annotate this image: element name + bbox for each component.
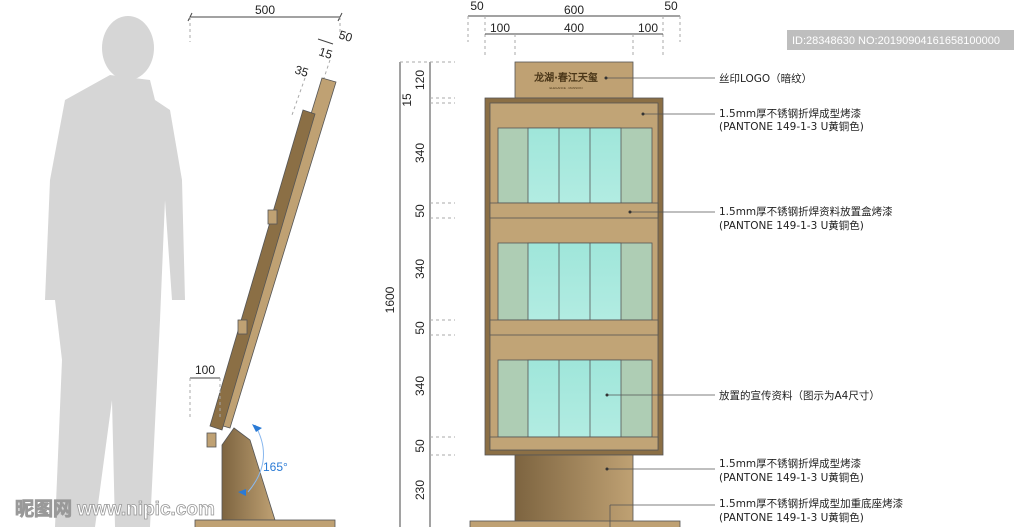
width-dim: 500 (255, 3, 275, 17)
dim-label: 600 (564, 3, 584, 17)
dim-label: 100 (638, 21, 658, 35)
watermark-id: ID:28348630 NO:20190904161658100000 (792, 35, 1000, 47)
dim-label: 50 (413, 321, 427, 335)
dim-label: 120 (413, 70, 427, 90)
glass-window (497, 359, 653, 438)
side-base (194, 519, 336, 527)
dim-label: 400 (564, 21, 584, 35)
front-post (514, 454, 634, 527)
dim-label: 340 (413, 143, 427, 163)
shelf-lip (237, 319, 248, 335)
logo-text: 龙湖·春江天玺 (533, 71, 598, 84)
dim-label: 15 (400, 93, 414, 107)
glass-window (497, 242, 653, 321)
watermark-logo: 昵图网 www.nipic.com (15, 498, 215, 520)
annotation-base: 1.5mm厚不锈钢折焊成型加重底座烤漆 (719, 497, 904, 510)
thickness-dim: 35 (293, 63, 310, 81)
side-view: 500 50 15 35 100 165° (187, 3, 354, 527)
dim-label: 50 (470, 0, 484, 13)
annotations: 丝印LOGO（暗纹） 1.5mm厚不锈钢折焊成型烤漆 (PANTONE 149-… (719, 72, 904, 524)
annotation-material: 放置的宣传资料（图示为A4尺寸） (719, 389, 880, 402)
dim-label: 340 (413, 259, 427, 279)
shelf (489, 436, 659, 451)
angle-arrow-icon (252, 424, 262, 432)
dim-label: 230 (413, 480, 427, 500)
logo-subtext: ELEGANCE · MANSION (549, 86, 582, 90)
angle-arc (247, 424, 264, 493)
front-view (469, 61, 681, 527)
panel-front (209, 109, 316, 431)
dim-label: 50 (413, 439, 427, 453)
dim-label: 340 (413, 376, 427, 396)
overall-height-dim: 1600 (383, 286, 397, 313)
shelf (489, 319, 659, 336)
angle-arrow-icon (238, 489, 246, 496)
annotation-logo: 丝印LOGO（暗纹） (719, 72, 812, 85)
dim-label: 50 (664, 0, 678, 13)
annotation-box: 1.5mm厚不锈钢折焊资料放置盒烤漆 (719, 205, 893, 218)
shelf-lip (267, 209, 278, 225)
dim-label: 50 (413, 204, 427, 218)
shelf (489, 202, 659, 219)
thickness-dim: 15 (317, 45, 334, 63)
side-post (221, 427, 276, 521)
angle-label: 165° (263, 460, 288, 474)
foot-dim: 100 (195, 363, 215, 377)
annotation-frame: 1.5mm厚不锈钢折焊成型烤漆 (719, 107, 862, 120)
annotation-base-color: (PANTONE 149-1-3 U黄铜色) (719, 511, 864, 524)
glass-window (497, 127, 653, 204)
thickness-dim: 50 (337, 28, 354, 46)
front-base (469, 520, 681, 527)
shelf-lip (206, 432, 217, 448)
annotation-box-color: (PANTONE 149-1-3 U黄铜色) (719, 219, 864, 232)
logo-plate (514, 61, 634, 99)
annotation-post: 1.5mm厚不锈钢折焊成型烤漆 (719, 457, 862, 470)
front-dims: 50 600 50 100 400 100 120 15 340 50 340 … (383, 0, 681, 527)
annotation-frame-color: (PANTONE 149-1-3 U黄铜色) (719, 120, 864, 133)
human-silhouette (45, 16, 185, 527)
dim-label: 100 (490, 21, 510, 35)
watermark-id-bg (787, 30, 1014, 50)
annotation-leaders (604, 76, 715, 527)
annotation-post-color: (PANTONE 149-1-3 U黄铜色) (719, 471, 864, 484)
